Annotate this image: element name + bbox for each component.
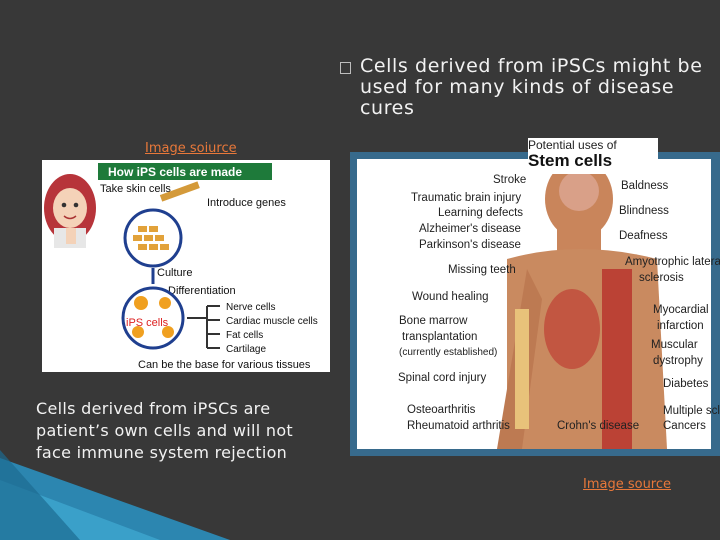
image-source-link-left[interactable]: Image soiurce [145,141,237,156]
stem-right-10: Multiple sclerosis [663,405,720,417]
ips-center-label: iPS cells [126,317,169,329]
woman-illustration [44,174,96,248]
stem-left-4: Parkinson's disease [419,239,521,251]
stem-right-9: Diabetes [663,378,709,390]
stem-labels: Stroke Traumatic brain injury Learning d… [398,174,720,432]
body-illustration [497,159,667,449]
stem-caption-small: Potential uses of [528,138,617,152]
stem-left-12: Rheumatoid arthritis [407,420,510,432]
stem-left-1: Traumatic brain injury [411,192,521,204]
stem-right-7: Muscular [651,339,698,351]
stem-left-8: transplantation [402,331,477,343]
stem-left-6: Wound healing [412,291,489,303]
ips-header: How iPS cells are made [108,165,242,179]
stem-left-3: Alzheimer's disease [419,223,521,235]
ips-footer: Can be the base for various tissues [138,359,311,371]
ips-step3: Culture [157,267,192,279]
stem-right-1: Blindness [619,205,669,217]
stem-left-9: (currently established) [399,347,497,358]
stem-right-0: Baldness [621,180,669,192]
stem-right-5: Myocardial [653,304,709,316]
stem-right-4: sclerosis [639,272,684,284]
stem-left-11: Osteoarthritis [407,404,476,416]
bullet-marker [340,62,354,76]
ips-output-1: Cardiac muscle cells [226,316,318,327]
stem-left-10: Spinal cord injury [398,372,486,384]
stem-left-5: Missing teeth [448,264,516,276]
ips-output-3: Cartilage [226,344,266,355]
ips-step4: Differentiation [168,285,236,297]
stem-right-6: infarction [657,320,704,332]
stem-cells-figure [357,159,711,449]
left-text: Cells derived from iPSCs are patient’s o… [36,399,293,462]
stem-bottom-label: Crohn's disease [557,420,639,432]
stem-left-0: Stroke [493,174,526,186]
bullet-text: Cells derived from iPSCs might be used f… [360,55,703,119]
stem-right-11: Cancers [663,420,706,432]
ips-header-bar [98,163,272,180]
ips-step2: Introduce genes [207,197,286,209]
stem-left-2: Learning defects [438,207,523,219]
ips-cells-figure: How iPS cells are made Take skin cells I… [42,160,330,372]
stem-right-2: Deafness [619,230,668,242]
stem-left-7: Bone marrow [399,315,468,327]
ips-output-2: Fat cells [226,330,263,341]
stem-right-3: Amyotrophic lateral [625,256,720,268]
stem-caption: Potential uses of Stem cells [528,138,658,174]
ips-output-0: Nerve cells [226,302,275,313]
stem-caption-big: Stem cells [528,151,613,170]
corner-decoration [0,450,230,540]
stem-right-8: dystrophy [653,355,703,367]
ips-step1: Take skin cells [100,183,171,195]
image-source-link-right[interactable]: Image source [583,477,672,492]
